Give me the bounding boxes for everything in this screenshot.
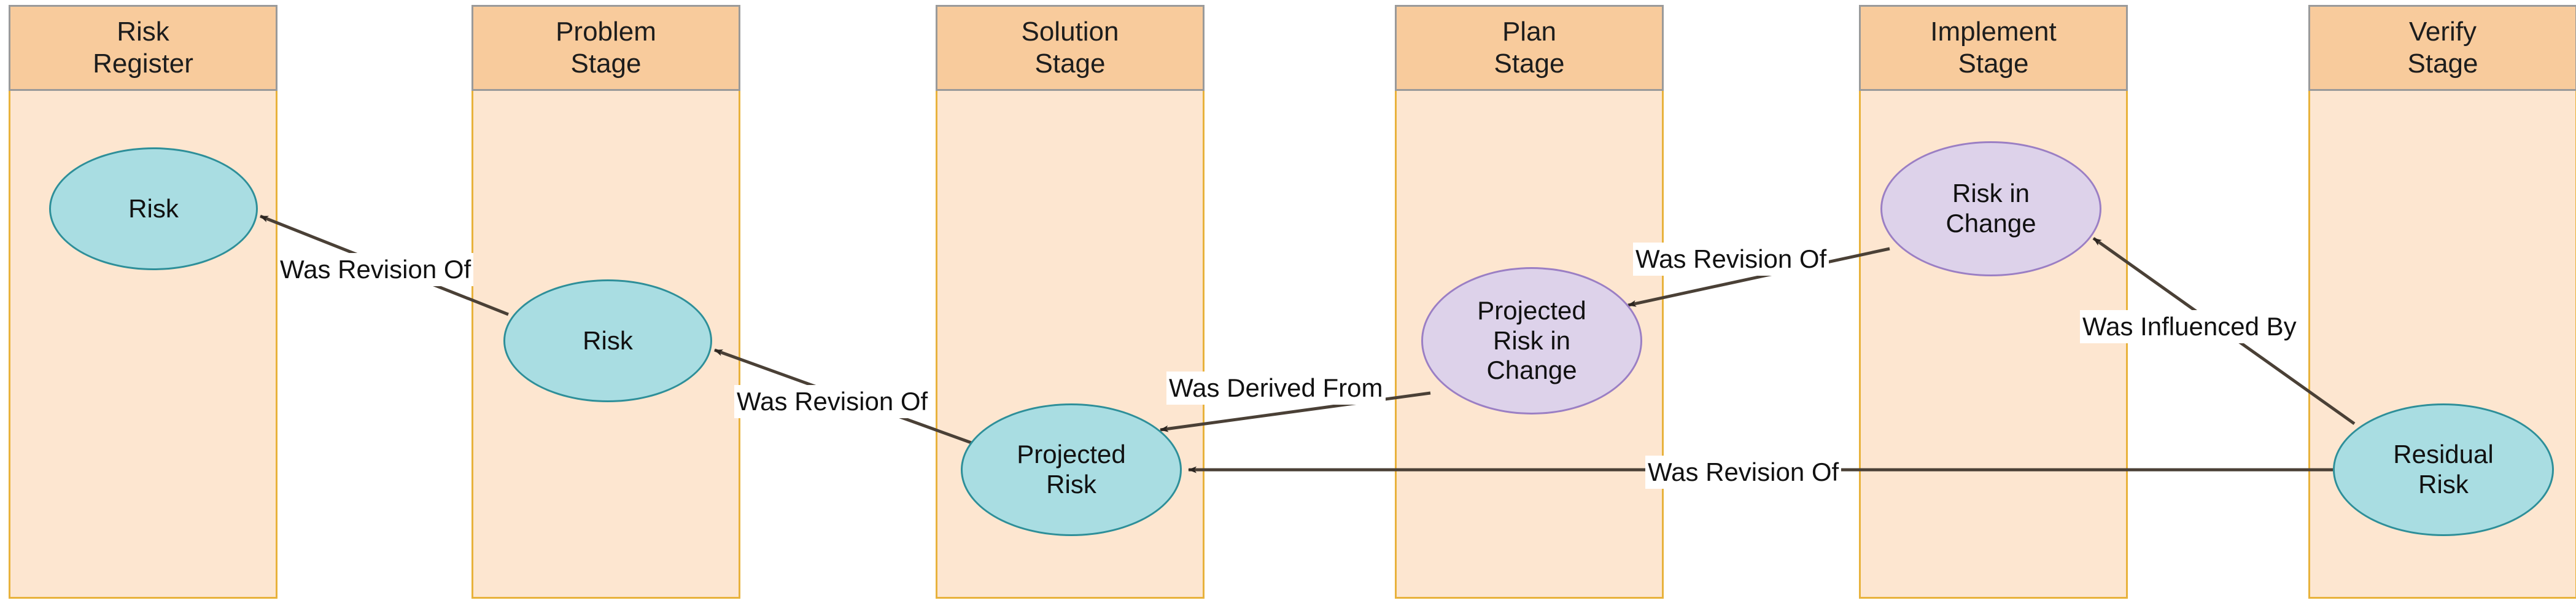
lane-header-risk-register: Risk Register — [9, 5, 277, 91]
lane-title-problem-stage: Problem Stage — [556, 17, 656, 79]
lane-header-plan-stage: Plan Stage — [1395, 5, 1664, 91]
edge-label-verify-to-solution: Was Revision Of — [1645, 456, 1842, 489]
lane-title-risk-register: Risk Register — [93, 17, 193, 79]
lane-header-implement-stage: Implement Stage — [1859, 5, 2128, 91]
lane-risk-register[interactable]: Risk Register — [9, 5, 277, 599]
lane-title-plan-stage: Plan Stage — [1494, 17, 1565, 79]
node-label-problem-risk: Risk — [583, 325, 633, 355]
lane-header-problem-stage: Problem Stage — [471, 5, 740, 91]
edge-label-verify-to-implement: Was Influenced By — [2080, 310, 2299, 343]
node-problem-risk[interactable]: Risk — [503, 279, 712, 402]
node-label-risk-register-risk: Risk — [128, 193, 179, 223]
node-label-projected-risk: Projected Risk — [1017, 440, 1126, 499]
node-projected-risk[interactable]: Projected Risk — [961, 403, 1182, 536]
edge-label-problem-to-register: Was Revision Of — [277, 253, 474, 286]
lane-header-verify-stage: Verify Stage — [2308, 5, 2576, 91]
node-label-risk-in-change: Risk in Change — [1946, 179, 2036, 238]
lane-implement-stage[interactable]: Implement Stage — [1859, 5, 2128, 599]
edge-label-plan-to-solution: Was Derived From — [1166, 372, 1386, 405]
lane-header-solution-stage: Solution Stage — [936, 5, 1205, 91]
node-risk-in-change[interactable]: Risk in Change — [1880, 141, 2101, 276]
node-projected-risk-in-change[interactable]: Projected Risk in Change — [1421, 267, 1642, 414]
edge-label-implement-to-plan: Was Revision Of — [1633, 243, 1829, 276]
lane-title-verify-stage: Verify Stage — [2407, 17, 2478, 79]
edge-label-solution-to-problem: Was Revision Of — [734, 385, 931, 418]
node-label-projected-risk-in-change: Projected Risk in Change — [1477, 295, 1586, 385]
node-residual-risk[interactable]: Residual Risk — [2333, 403, 2554, 536]
lane-title-solution-stage: Solution Stage — [1021, 17, 1119, 79]
node-label-residual-risk: Residual Risk — [2393, 440, 2494, 499]
lane-title-implement-stage: Implement Stage — [1930, 17, 2057, 79]
node-risk-register-risk[interactable]: Risk — [49, 147, 258, 270]
